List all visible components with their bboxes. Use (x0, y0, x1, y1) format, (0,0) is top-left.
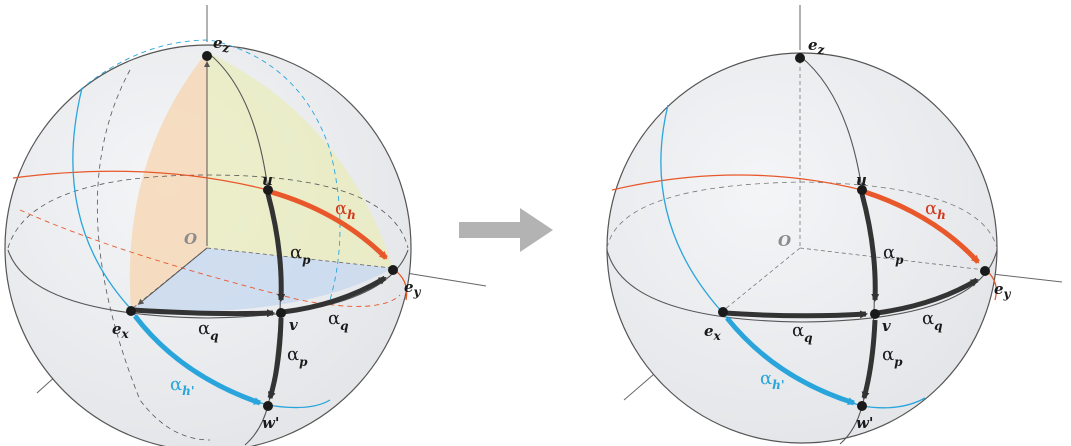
point-u (263, 185, 273, 195)
y-axis-inner-r (799, 247, 986, 271)
orange-circle-front-left (12, 170, 269, 191)
label-alpha-q-right-r: αq (922, 308, 943, 333)
alpha-h-prime-arc (133, 314, 262, 406)
point-w-r (857, 401, 867, 411)
blue-circle-back (79, 39, 341, 301)
yz-plane (207, 52, 393, 268)
label-u-r: u (856, 171, 867, 189)
y-axis-inner (206, 247, 393, 269)
label-u: u (262, 171, 273, 189)
point-v (276, 308, 286, 318)
equator-back-r (606, 181, 998, 249)
point-w (263, 401, 273, 411)
alpha-q-arc-right (282, 275, 387, 315)
point-ez-r (795, 53, 805, 63)
orange-circle-back (19, 209, 401, 307)
label-alpha-h-prime: αh' (170, 374, 195, 398)
label-ey: ey (404, 278, 422, 299)
label-ex: ex (112, 320, 130, 341)
point-ez (202, 51, 212, 61)
y-axis-outer (399, 271, 487, 287)
alpha-p-arc-upper (265, 193, 286, 302)
left-sphere: ez u O ey ex v w' αh αp αq αq αp αh' (4, 5, 487, 446)
point-ex (126, 306, 136, 316)
right-sphere: ez u O ey ex v w' αh αp αq αq αp αh' (606, 5, 1063, 445)
label-ez: ez (213, 34, 231, 55)
x-arrow (137, 247, 208, 305)
label-alpha-h-prime-r: αh' (760, 368, 785, 392)
alpha-h-prime-arc-r (725, 316, 856, 406)
transition-arrow-icon (459, 208, 553, 252)
label-ez-r: ez (808, 36, 826, 57)
label-ey-r: ey (994, 280, 1012, 301)
label-o-r: O (778, 232, 791, 250)
alpha-p-arc-lower-r (861, 319, 878, 400)
alpha-p-arc-lower (267, 317, 284, 400)
y-axis-outer-r (991, 273, 1063, 283)
point-ey-r (980, 266, 990, 276)
point-u-r (857, 185, 867, 195)
meridian-back (96, 69, 211, 441)
point-ey (388, 265, 398, 275)
label-alpha-q-left-r: αq (792, 320, 813, 345)
label-alpha-p-upper: αp (290, 242, 311, 267)
alpha-h-arc-r (864, 189, 980, 264)
alpha-q-arc-left-r (724, 310, 868, 319)
point-ex-r (718, 307, 728, 317)
alpha-q-arc-right-r (876, 277, 979, 316)
label-w-r: w' (856, 414, 874, 432)
xz-plane (129, 52, 207, 310)
orange-circle-front-left-r (611, 174, 863, 191)
label-o: O (184, 230, 197, 248)
point-v-r (870, 309, 880, 319)
label-v: v (289, 316, 298, 334)
label-alpha-h-r: αh (925, 198, 946, 222)
alpha-q-arc-left (132, 307, 275, 318)
alpha-h-arc (270, 189, 388, 260)
label-v-r: v (882, 317, 891, 335)
equator-back (7, 174, 409, 249)
label-alpha-p-lower: αp (287, 344, 308, 369)
label-alpha-p-lower-r: αp (882, 344, 903, 369)
label-alpha-q-left: αq (198, 318, 219, 343)
xy-plane (131, 248, 393, 312)
equator-front-r (606, 249, 998, 323)
label-alpha-p-upper-r: αp (883, 242, 904, 267)
label-ex-r: ex (704, 322, 722, 343)
alpha-p-arc-upper-r (859, 193, 880, 302)
label-w: w' (262, 414, 280, 432)
x-axis-inner-r (723, 247, 801, 311)
label-alpha-q-right: αq (328, 308, 349, 333)
label-alpha-h: αh (335, 198, 356, 222)
